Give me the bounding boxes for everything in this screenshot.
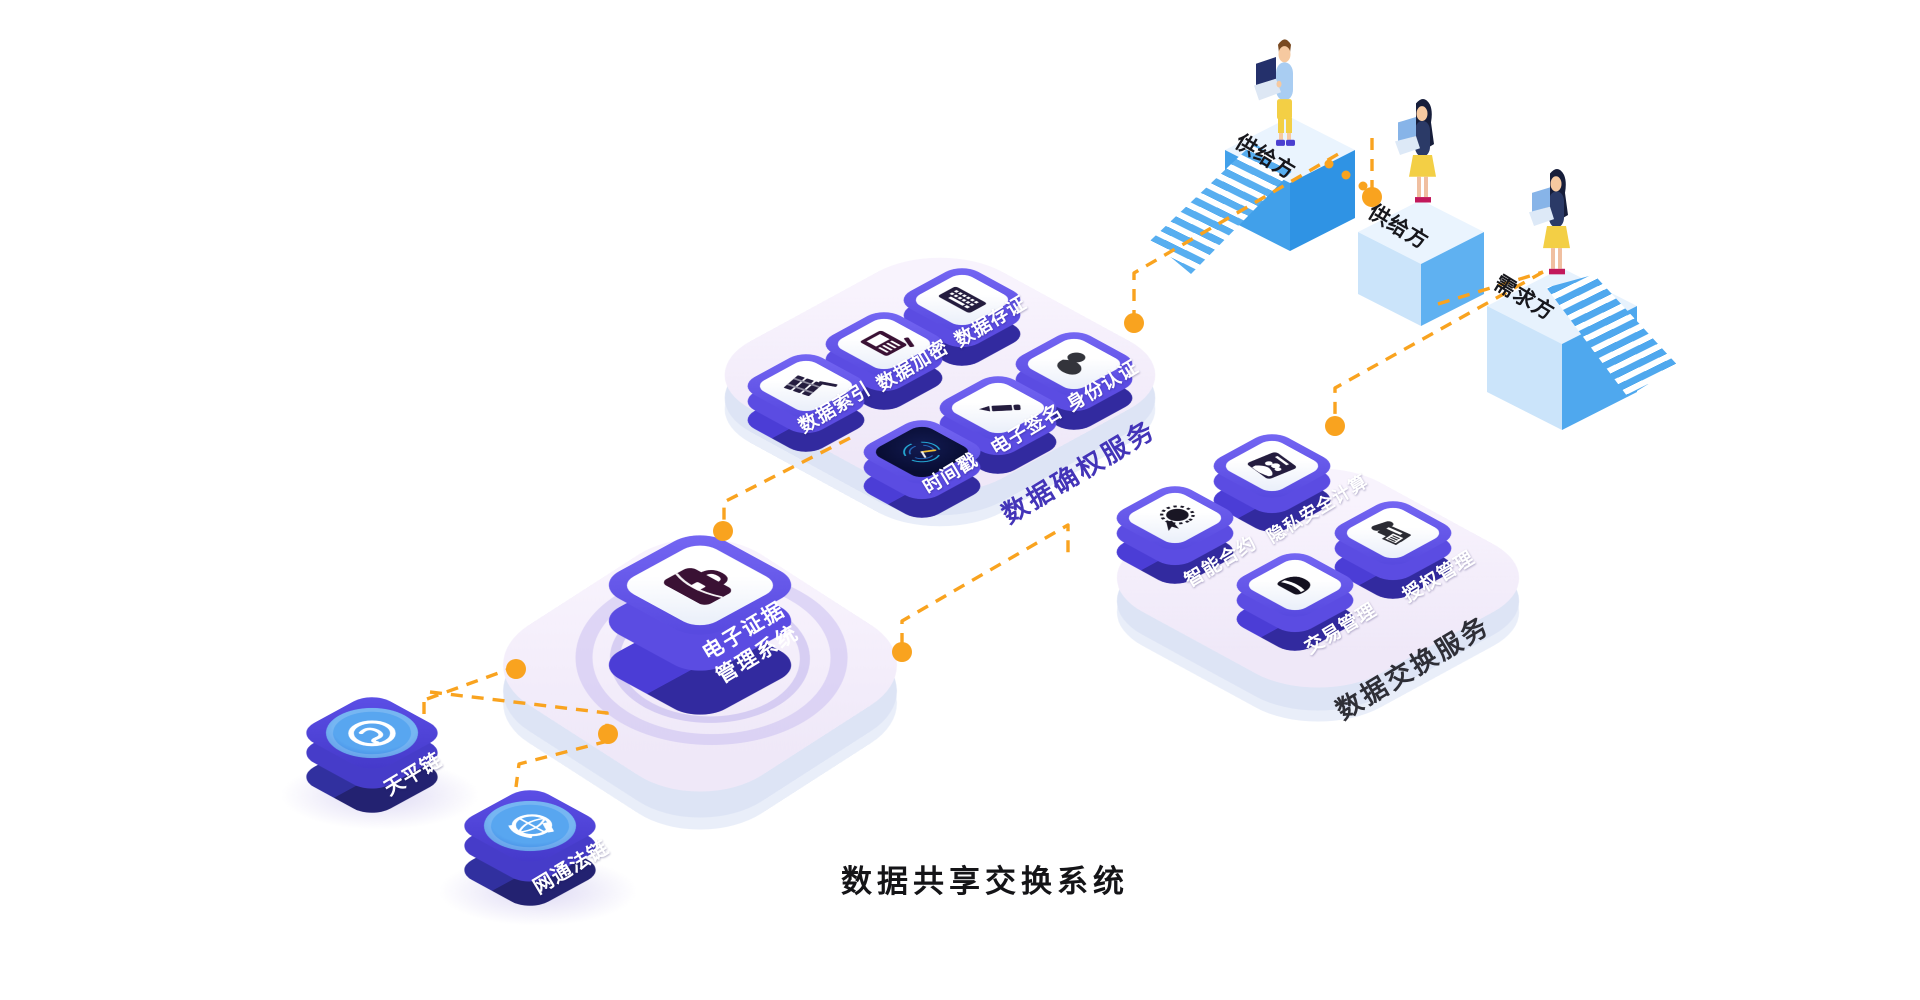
helmet-icon [1277, 576, 1311, 595]
diagram-title: 数据共享交换系统 [841, 864, 1129, 900]
medal-icon [1159, 505, 1195, 531]
woman-with-laptop-figure [1395, 98, 1436, 203]
pencil-icon [979, 404, 1021, 412]
privacy-doc-icon [1247, 452, 1297, 479]
woman-with-laptop-figure [1529, 169, 1570, 275]
document-pen-icon [860, 330, 915, 356]
globe-gavel-emblem [508, 813, 554, 838]
books-index-icon [783, 375, 838, 397]
person-icon [1057, 352, 1086, 375]
man-with-laptop-figure [1254, 39, 1295, 146]
fax-icon [1371, 521, 1411, 546]
briefcase-icon [663, 568, 732, 605]
keyboard-icon [938, 286, 987, 313]
balance-at-emblem [348, 720, 396, 746]
clock-icon [903, 441, 941, 463]
